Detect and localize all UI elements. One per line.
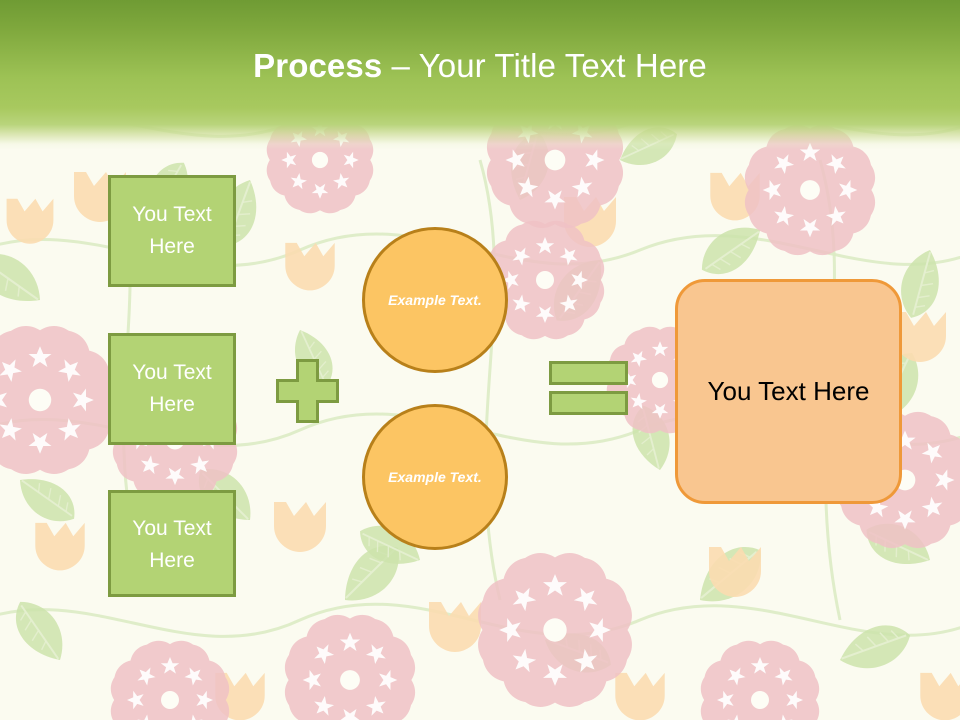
equals-sign-icon-bottom-bar [549, 391, 628, 415]
input-box-1[interactable]: You Text Here [108, 175, 236, 287]
page-title: Process – Your Title Text Here [0, 46, 960, 86]
middle-circle-2[interactable]: Example Text. [362, 404, 508, 550]
input-box-3[interactable]: You Text Here [108, 490, 236, 597]
middle-circle-2-label: Example Text. [388, 469, 482, 485]
plus-sign-icon [276, 359, 339, 423]
result-box-label: You Text Here [707, 376, 870, 406]
page-title-rest: – Your Title Text Here [382, 47, 707, 84]
middle-circle-1[interactable]: Example Text. [362, 227, 508, 373]
input-box-2[interactable]: You Text Here [108, 333, 236, 445]
equals-sign-icon-top-bar [549, 361, 628, 385]
input-box-3-label: You Text Here [132, 517, 212, 572]
middle-circle-1-label: Example Text. [388, 292, 482, 308]
header-band [0, 0, 960, 150]
input-box-1-label: You Text Here [132, 203, 212, 258]
page-title-emphasis: Process [253, 47, 383, 84]
input-box-2-label: You Text Here [132, 361, 212, 416]
result-box[interactable]: You Text Here [675, 279, 902, 504]
